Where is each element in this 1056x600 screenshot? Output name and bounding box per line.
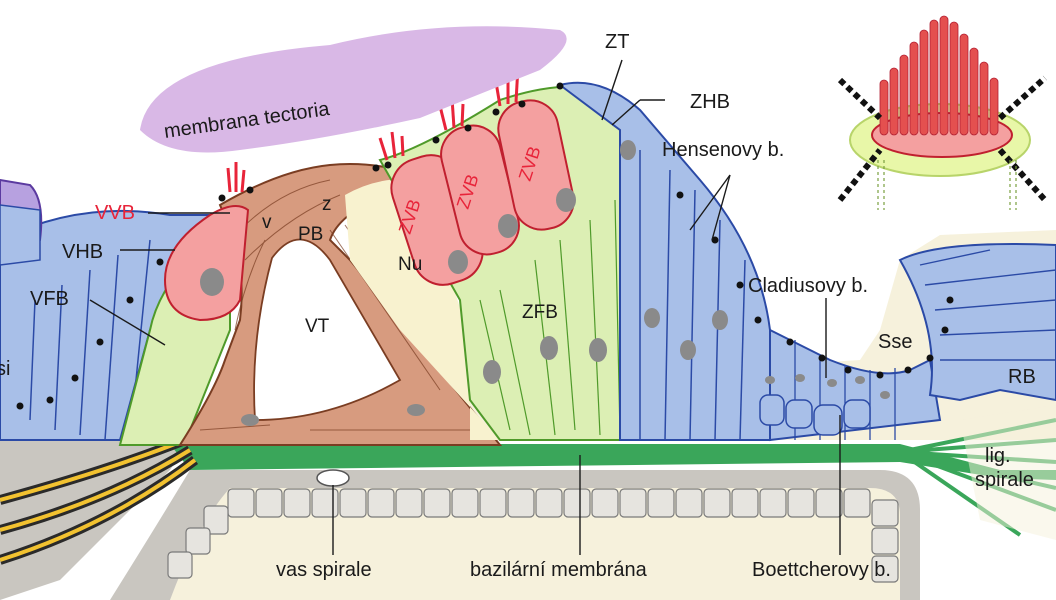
label-vhb: VHB xyxy=(62,241,103,263)
hensen-nucleus-2 xyxy=(644,308,660,328)
label-lig-spirale-1: lig. xyxy=(985,445,1011,467)
label-vt: VT xyxy=(305,316,330,337)
zfb-nucleus-1 xyxy=(483,360,501,384)
inner-hair-cell-nucleus xyxy=(200,268,224,296)
pillar-nucleus-1 xyxy=(241,414,259,426)
label-vvb: VVB xyxy=(95,202,135,224)
label-zfb: ZFB xyxy=(522,302,558,323)
label-sse: Sse xyxy=(878,331,912,353)
hensen-nucleus-1 xyxy=(620,140,636,160)
label-hensenovy: Hensenovy b. xyxy=(662,139,784,161)
label-nu: Nu xyxy=(398,254,422,275)
label-vas-spirale: vas spirale xyxy=(276,559,372,581)
vas-spirale-vessel xyxy=(317,470,349,486)
label-lig-spirale-2: spirale xyxy=(975,469,1034,491)
label-z: z xyxy=(322,194,332,215)
label-bazilarni-membrana: bazilární membrána xyxy=(470,559,648,581)
label-si: si xyxy=(0,358,10,380)
zfb-nucleus-2 xyxy=(540,336,558,360)
label-pb: PB xyxy=(298,224,323,245)
label-zhb: ZHB xyxy=(690,91,730,113)
pillar-nucleus-2 xyxy=(407,404,425,416)
label-vfb: VFB xyxy=(30,288,69,310)
inner-sulcus-cells-lower xyxy=(0,205,40,265)
label-cladiusovy: Cladiusovy b. xyxy=(748,275,868,297)
zfb-nucleus-3 xyxy=(589,338,607,362)
label-v: v xyxy=(262,212,272,233)
label-zt: ZT xyxy=(605,31,629,53)
hensen-nucleus-3 xyxy=(680,340,696,360)
label-boettcherovy: Boettcherovy b. xyxy=(752,559,891,581)
label-rb: RB xyxy=(1008,366,1036,388)
hensen-nucleus-4 xyxy=(712,310,728,330)
